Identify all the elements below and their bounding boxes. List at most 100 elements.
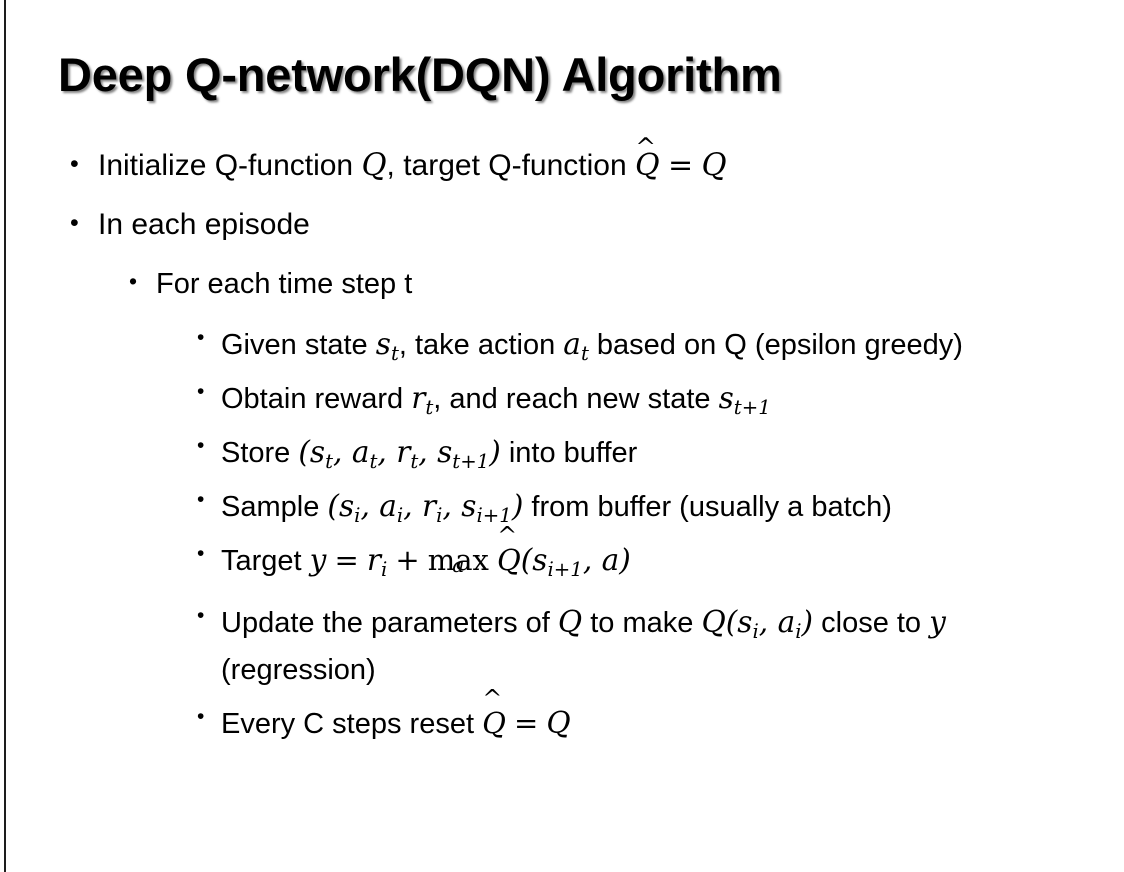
math-var-s: s xyxy=(309,435,326,469)
hat-accent-icon: ^ xyxy=(482,684,503,713)
math-var-a: a xyxy=(563,327,581,361)
math-var-a: a xyxy=(601,543,620,577)
math-sub-i: i xyxy=(436,503,443,527)
math-var-s: s xyxy=(718,381,734,415)
math-sub-i-plus-1: i+1 xyxy=(476,503,512,527)
bullet-dot-icon: • xyxy=(197,380,205,403)
math-sub-t: t xyxy=(580,341,589,365)
bullet-store-transition: • Store (st, at, rt, st+1) into buffer xyxy=(0,429,1124,477)
text-segment: max xyxy=(427,543,489,577)
text-segment: Q xyxy=(635,148,660,183)
text-segment: based on Q (epsilon greedy) xyxy=(588,329,963,361)
math-sub-i: i xyxy=(396,503,404,527)
math-var-y: y xyxy=(309,543,327,577)
math-comma: , xyxy=(403,489,423,523)
bullet-dot-icon: • xyxy=(197,488,205,511)
math-var-s-next: s xyxy=(461,489,477,523)
math-sub-t: t xyxy=(369,449,378,473)
math-paren-close: ) xyxy=(511,489,524,523)
math-sub-i-plus-1: i+1 xyxy=(547,557,583,581)
math-sub-t: t xyxy=(390,341,399,365)
bullet-initialize: • Initialize Q-function Q, target Q-func… xyxy=(0,134,1124,184)
math-paren-close: ) xyxy=(619,543,631,577)
bullet-dot-icon: • xyxy=(70,209,79,237)
math-comma: , xyxy=(333,435,352,469)
bullet-dot-icon: • xyxy=(197,326,205,349)
math-var-r: r xyxy=(422,489,437,523)
bullet-given-state: • Given state st, take action at based o… xyxy=(0,321,1124,369)
bullet-dot-icon: • xyxy=(197,434,205,457)
bullet-obtain-reward: • Obtain reward rt, and reach new state … xyxy=(0,375,1124,423)
text-segment: close to xyxy=(813,607,930,639)
math-plus: + xyxy=(395,543,420,577)
math-paren-open: ( xyxy=(327,489,339,523)
bullet-dot-icon: • xyxy=(197,542,205,565)
bullet-sample-batch-text: Sample (si, ai, ri, si+1) from buffer (u… xyxy=(221,483,1081,531)
text-segment: into buffer xyxy=(500,437,638,469)
slide-left-edge-rule xyxy=(4,0,6,872)
text-segment: from buffer (usually a batch) xyxy=(523,491,892,523)
text-segment: Obtain reward xyxy=(221,383,412,415)
math-var-s: s xyxy=(737,605,753,639)
text-segment: , take action xyxy=(398,329,564,361)
math-paren-open: ( xyxy=(298,435,310,469)
math-equals: = xyxy=(667,148,694,183)
text-segment: to make xyxy=(582,607,702,639)
math-var-q-hat: ^Q xyxy=(635,134,660,184)
bullet-reset-target-network: • Every C steps reset ^Q = Q xyxy=(0,686,1124,748)
bullet-given-state-text: Given state st, take action at based on … xyxy=(221,321,1081,369)
page-title: Deep Q-network(DQN) Algorithm xyxy=(58,48,782,101)
text-segment: (regression) xyxy=(221,654,376,686)
bullet-dot-icon: • xyxy=(70,150,79,178)
math-var-s: s xyxy=(375,327,391,361)
math-var-q-hat: ^Q xyxy=(496,523,521,584)
text-segment: Q xyxy=(496,543,521,577)
math-sub-t: t xyxy=(425,395,434,419)
math-comma: , xyxy=(418,435,438,469)
text-segment: Q xyxy=(482,706,506,740)
text-segment: Every C steps reset xyxy=(221,708,483,740)
math-var-q-rhs: Q xyxy=(701,148,727,183)
math-equals: = xyxy=(513,706,539,740)
text-segment: Update the parameters of xyxy=(221,607,558,639)
math-var-s: s xyxy=(532,543,548,577)
math-var-a: a xyxy=(379,489,397,523)
math-comma: , xyxy=(442,489,462,523)
bullet-update-parameters-text: Update the parameters of Q to make Q(si,… xyxy=(221,599,1081,694)
text-segment: , and reach new state xyxy=(433,383,719,415)
math-var-r: r xyxy=(366,543,381,577)
math-var-q-hat: ^Q xyxy=(482,686,506,747)
math-var-a: a xyxy=(351,435,370,469)
text-segment: Sample xyxy=(221,491,328,523)
math-comma: , xyxy=(758,605,778,639)
math-var-s: s xyxy=(338,489,355,523)
math-paren-open: ( xyxy=(725,605,738,639)
math-comma: , xyxy=(582,543,602,577)
math-comma: , xyxy=(360,489,380,523)
math-sub-i: i xyxy=(795,619,802,643)
math-var-q: Q xyxy=(557,605,583,639)
bullet-obtain-reward-text: Obtain reward rt, and reach new state st… xyxy=(221,375,1081,423)
math-sub-t: t xyxy=(410,449,419,473)
bullet-initialize-text: Initialize Q-function Q, target Q-functi… xyxy=(98,134,1124,184)
math-sub-t: t xyxy=(325,449,334,473)
bullet-in-each-episode: • In each episode xyxy=(0,207,1124,243)
bullet-sample-batch: • Sample (si, ai, ri, si+1) from buffer … xyxy=(0,483,1124,531)
math-paren-close: ) xyxy=(489,435,501,469)
math-sub-t-plus-1: t+1 xyxy=(733,395,771,419)
hat-accent-icon: ^ xyxy=(497,521,518,550)
math-var-y: y xyxy=(929,605,946,639)
math-var-a: a xyxy=(777,605,796,639)
bullet-store-transition-text: Store (st, at, rt, st+1) into buffer xyxy=(221,429,1081,477)
text-segment: Given state xyxy=(221,329,376,361)
bullet-in-each-episode-text: In each episode xyxy=(98,208,310,241)
hat-accent-icon: ^ xyxy=(635,131,656,161)
math-sub-i: i xyxy=(354,503,361,527)
bullet-dot-icon: • xyxy=(197,604,205,627)
bullet-update-parameters: • Update the parameters of Q to make Q(s… xyxy=(0,599,1124,694)
text-segment: Store xyxy=(221,437,299,469)
bullet-reset-target-network-text: Every C steps reset ^Q = Q xyxy=(221,686,1081,748)
text-segment: , target Q-function xyxy=(386,149,635,182)
